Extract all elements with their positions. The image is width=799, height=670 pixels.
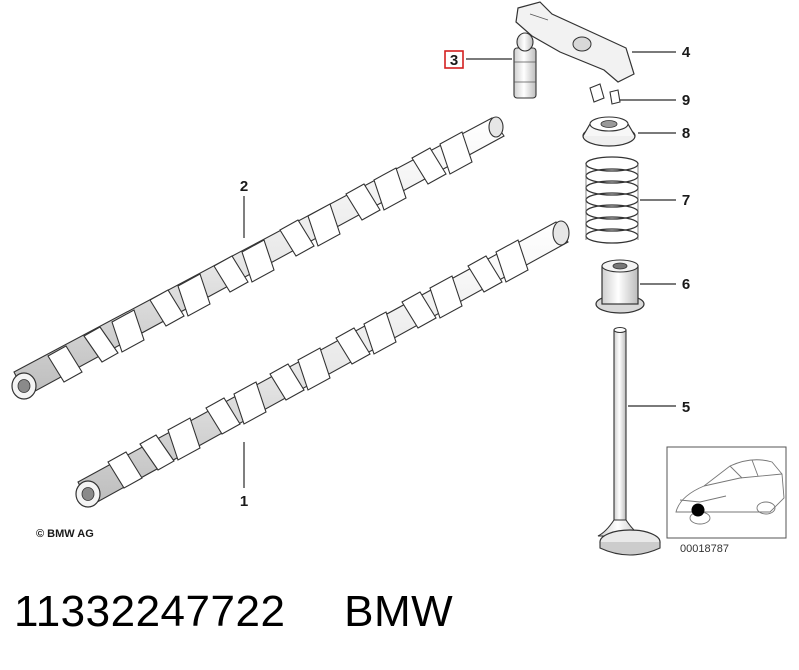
camshaft-upper[interactable] (11, 116, 505, 400)
leader-lines (243, 51, 676, 488)
callout-3[interactable]: 3 (450, 52, 458, 69)
valve-stem-seal[interactable] (595, 259, 645, 314)
car-silhouette-icon (675, 459, 785, 525)
camshaft-lower[interactable] (75, 220, 570, 508)
rocker-arm[interactable] (515, 1, 635, 83)
valve-keepers[interactable] (589, 83, 621, 105)
hydraulic-valve-lifter[interactable] (513, 32, 537, 99)
callout-6: 6 (682, 276, 690, 293)
callout-8: 8 (682, 125, 690, 142)
locator-dot (691, 503, 705, 517)
valve[interactable] (597, 327, 661, 556)
part-number: 11332247722 (14, 587, 286, 636)
vehicle-locator-inset (666, 446, 787, 539)
valve-spring[interactable] (585, 156, 639, 244)
valve-spring-retainer[interactable] (582, 116, 636, 147)
callout-4: 4 (682, 44, 691, 61)
callout-7: 7 (682, 192, 690, 209)
callout-9: 9 (682, 92, 690, 109)
brand-name: BMW (344, 587, 454, 636)
callout-2: 2 (240, 178, 248, 195)
copyright-label: © BMW AG (36, 528, 94, 540)
callout-3-highlight (444, 50, 464, 69)
callout-5: 5 (682, 399, 690, 416)
callout-1: 1 (240, 493, 248, 510)
diagram-reference-code: 00018787 (680, 543, 729, 555)
part-caption: 11332247722 BMW (14, 584, 794, 640)
